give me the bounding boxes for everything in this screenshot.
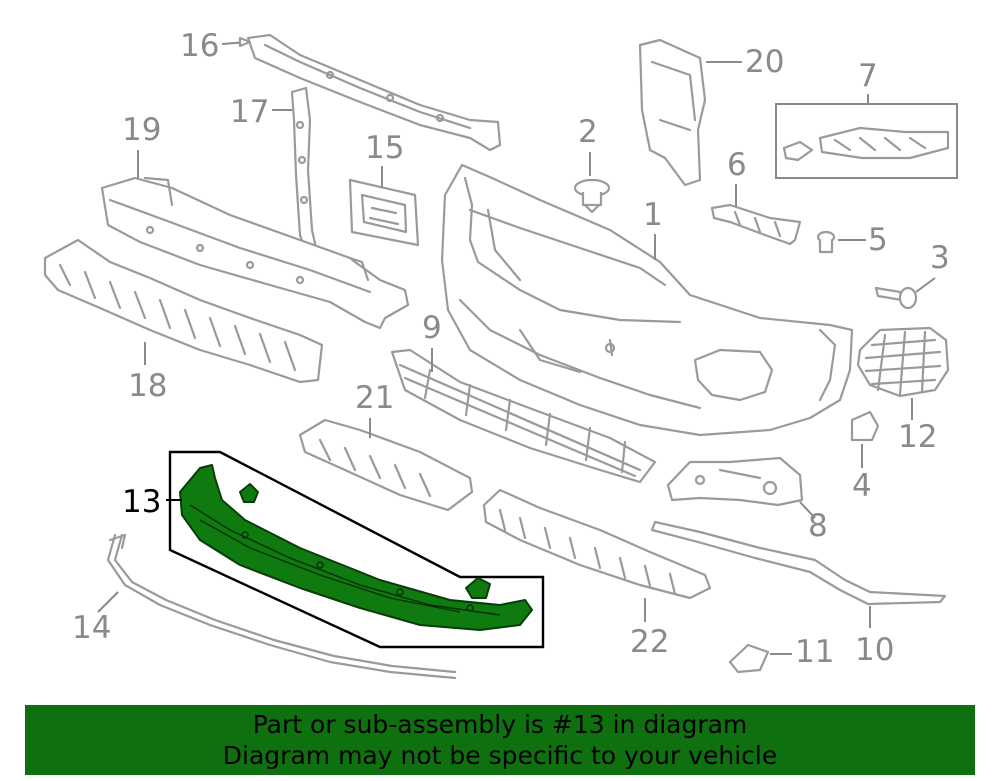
leader-14 [97, 591, 119, 613]
parts-diagram: 16 17 15 19 18 2 20 [43, 28, 958, 680]
part-22-lower-absorber [482, 488, 712, 600]
part-17-vertical-support [290, 86, 318, 254]
arrowhead-16 [238, 36, 252, 48]
callout-21: 21 [355, 380, 394, 416]
part-20-side-bracket [638, 38, 707, 187]
part-19-bumper-beam [100, 176, 410, 330]
part-14-trim-molding [106, 533, 457, 680]
callout-10: 10 [855, 632, 894, 668]
part-8-fog-bracket [666, 456, 804, 507]
part-9-lower-grille [390, 348, 657, 484]
inset-box-13 [168, 450, 545, 649]
callout-14: 14 [72, 610, 111, 646]
callout-17: 17 [230, 94, 269, 130]
callout-6: 6 [727, 147, 747, 183]
callout-9: 9 [422, 310, 442, 346]
banner-line-2: Diagram may not be specific to your vehi… [222, 741, 778, 770]
inset-box-7 [775, 103, 958, 179]
callout-11: 11 [795, 634, 834, 670]
part-15-license-bracket [348, 178, 420, 247]
callout-15: 15 [365, 130, 404, 166]
callout-18: 18 [128, 368, 167, 404]
callout-3: 3 [930, 240, 950, 276]
part-3-screw [874, 286, 918, 310]
part-13-lower-valance [179, 464, 533, 631]
part-11-clip [728, 643, 770, 674]
part-4-cap [850, 410, 880, 442]
callout-4: 4 [852, 468, 872, 504]
part-16-upper-tie-bar [246, 33, 502, 152]
callout-19: 19 [122, 112, 161, 148]
callout-5: 5 [868, 222, 888, 258]
part-2-push-clip [573, 178, 611, 214]
callout-7: 7 [858, 58, 878, 94]
callout-12: 12 [898, 419, 937, 455]
callout-16: 16 [180, 28, 219, 64]
callout-13: 13 [122, 484, 161, 520]
part-21-lower-bracket [298, 418, 474, 512]
part-6-side-bracket [710, 203, 802, 246]
callout-1: 1 [643, 197, 663, 233]
banner-line-1: Part or sub-assembly is #13 in diagram [252, 710, 748, 739]
part-12-fog-grille [856, 326, 950, 398]
leader-8 [799, 501, 816, 519]
part-7-bracket [782, 126, 950, 162]
leader-3 [915, 277, 936, 293]
callout-20: 20 [745, 44, 784, 80]
part-5-bolt [816, 230, 836, 254]
part-18-energy-absorber [43, 238, 324, 384]
callout-22: 22 [630, 624, 669, 660]
info-banner: Part or sub-assembly is #13 in diagram D… [25, 705, 975, 775]
part-1-bumper-cover [440, 163, 854, 437]
callout-2: 2 [578, 114, 598, 150]
part-10-trim-strip [650, 520, 947, 606]
